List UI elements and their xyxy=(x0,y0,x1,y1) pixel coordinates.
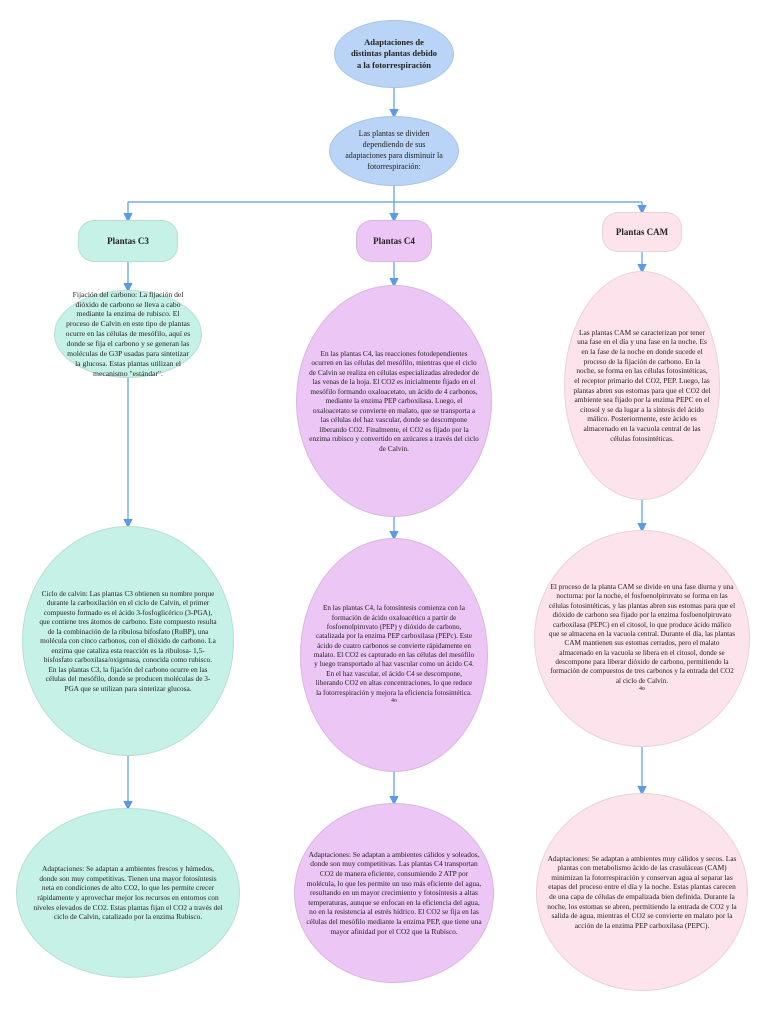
c3-calvin-text: Ciclo de calvin: Las plantas C3 obtienen… xyxy=(39,588,217,693)
cam-adaptations-text: Adaptaciones: Se adaptan a ambientes muy… xyxy=(547,853,737,930)
c4-photosynthesis-mark: 4o xyxy=(391,697,397,704)
cam-description-text: Las plantas CAM se caracterizan por tene… xyxy=(573,327,711,443)
c3-adaptations-node: Adaptaciones: Se adaptan a ambientes fre… xyxy=(16,808,240,978)
c3-fixation-node: Fijación del carbono: La fijación del di… xyxy=(54,290,202,378)
root-node: Adaptaciones de distintas plantas debido… xyxy=(334,20,454,88)
cam-process-text: El proceso de la planta CAM se divide en… xyxy=(548,583,736,685)
c3-calvin-node: Ciclo de calvin: Las plantas C3 obtienen… xyxy=(22,526,234,756)
c4-photosynthesis-node: En las plantas C4, la fotosíntesis comie… xyxy=(300,538,488,772)
c4-label: Plantas C4 xyxy=(373,236,415,246)
c4-adaptations-node: Adaptaciones: Se adaptan a ambientes cál… xyxy=(294,803,494,983)
c4-photosynthesis-text: En las plantas C4, la fotosíntesis comie… xyxy=(313,604,475,697)
cam-label-node: Plantas CAM xyxy=(602,212,682,252)
cam-description-node: Las plantas CAM se caracterizan por tene… xyxy=(564,271,720,500)
c3-adaptations-text: Adaptaciones: Se adaptan a ambientes fre… xyxy=(33,864,223,922)
c3-fixation-text: Fijación del carbono: La fijación del di… xyxy=(65,289,191,378)
cam-process-mark: 4o xyxy=(639,686,645,693)
intro-text: Las plantas se dividen dependiendo de su… xyxy=(345,129,443,171)
cam-adaptations-node: Adaptaciones: Se adaptan a ambientes muy… xyxy=(536,793,748,991)
cam-process-node: El proceso de la planta CAM se divide en… xyxy=(534,530,750,747)
c4-process-node: En las plantas C4, las reacciones fotode… xyxy=(296,285,492,517)
c3-label-node: Plantas C3 xyxy=(78,220,178,262)
root-title: Adaptaciones de distintas plantas debido… xyxy=(351,37,437,70)
c4-process-text: En las plantas C4, las reacciones fotode… xyxy=(309,348,479,453)
cam-label: Plantas CAM xyxy=(615,227,669,237)
c3-label: Plantas C3 xyxy=(107,236,149,246)
c4-adaptations-text: Adaptaciones: Se adaptan a ambientes cál… xyxy=(306,849,482,936)
c4-label-node: Plantas C4 xyxy=(356,220,432,262)
intro-node: Las plantas se dividen dependiendo de su… xyxy=(329,116,459,186)
